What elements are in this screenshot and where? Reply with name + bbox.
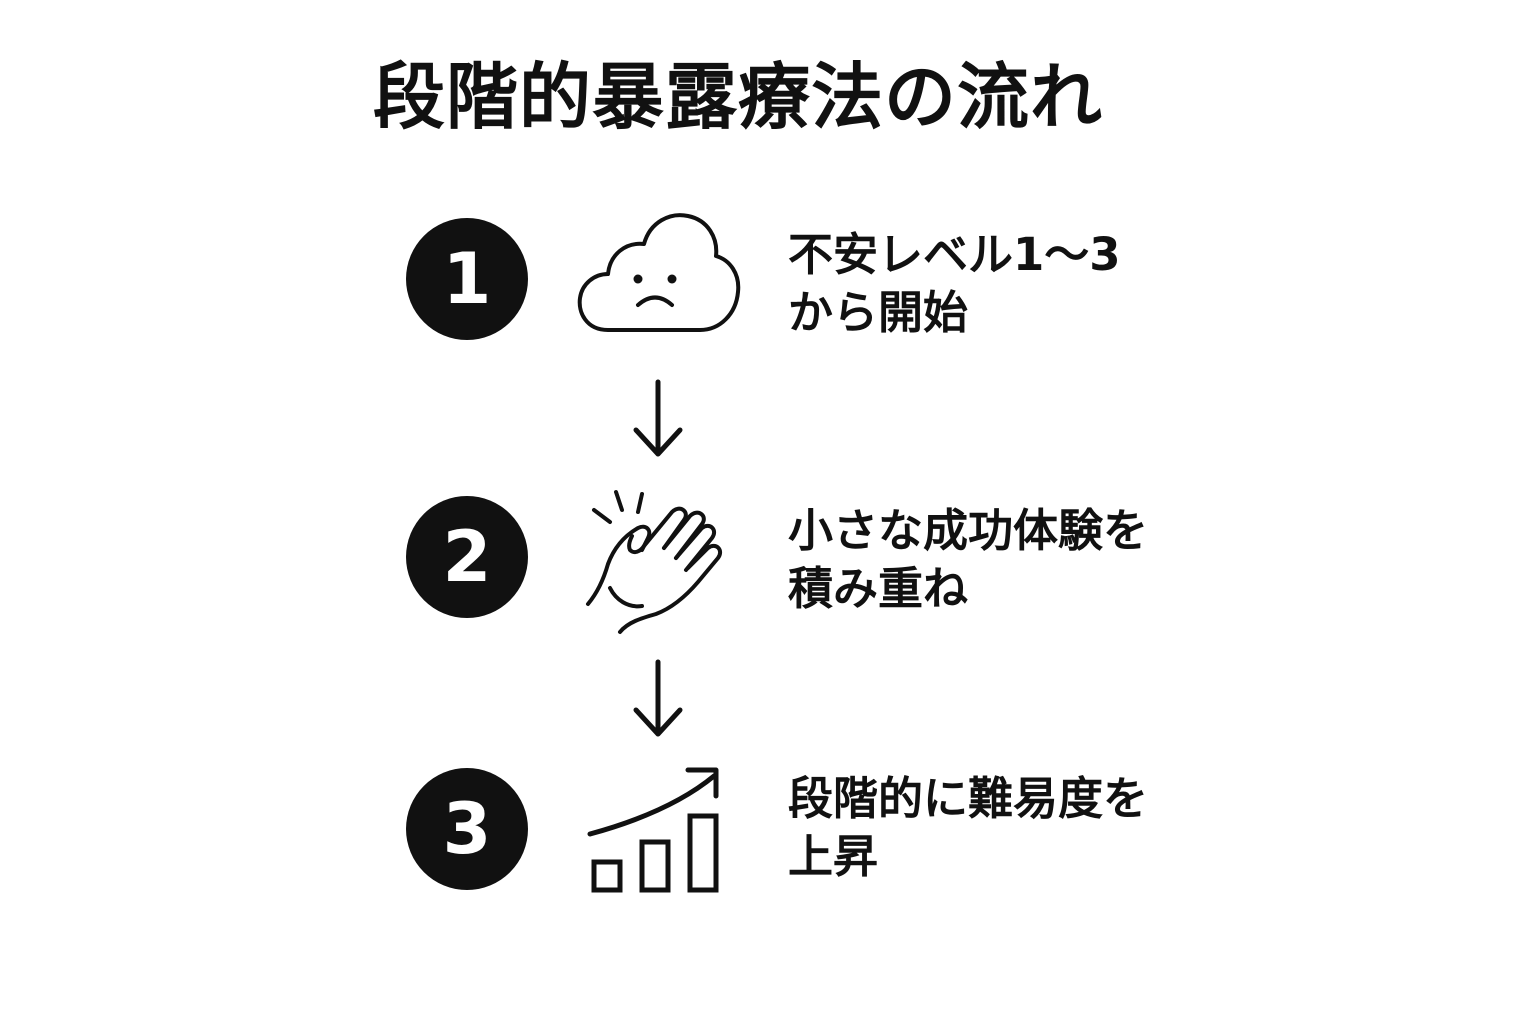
step-description: 段階的に難易度を 上昇 [788,770,1408,886]
worried-cloud-icon [577,213,741,332]
clapping-hand-icon [586,490,723,634]
step-description-line2: 積み重ね [788,562,969,615]
step-number-badge: 1 [406,218,528,340]
rising-bar-chart-icon [587,767,719,893]
step-description: 小さな成功体験を 積み重ね [788,502,1408,618]
step-description: 不安レベル1〜3 から開始 [788,226,1408,342]
down-arrow-icon [633,379,683,457]
step-description-line1: 段階的に難易度を [788,772,1149,825]
step-description-line1: 小さな成功体験を [788,504,1149,557]
down-arrow-icon [633,659,683,737]
step-description-line1: 不安レベル1〜3 [788,228,1121,281]
step-description-line2: から開始 [788,286,969,339]
step-number-badge: 3 [406,768,528,890]
step-number-badge: 2 [406,496,528,618]
page-title: 段階的暴露療法の流れ [372,55,1103,139]
step-description-line2: 上昇 [788,830,879,883]
